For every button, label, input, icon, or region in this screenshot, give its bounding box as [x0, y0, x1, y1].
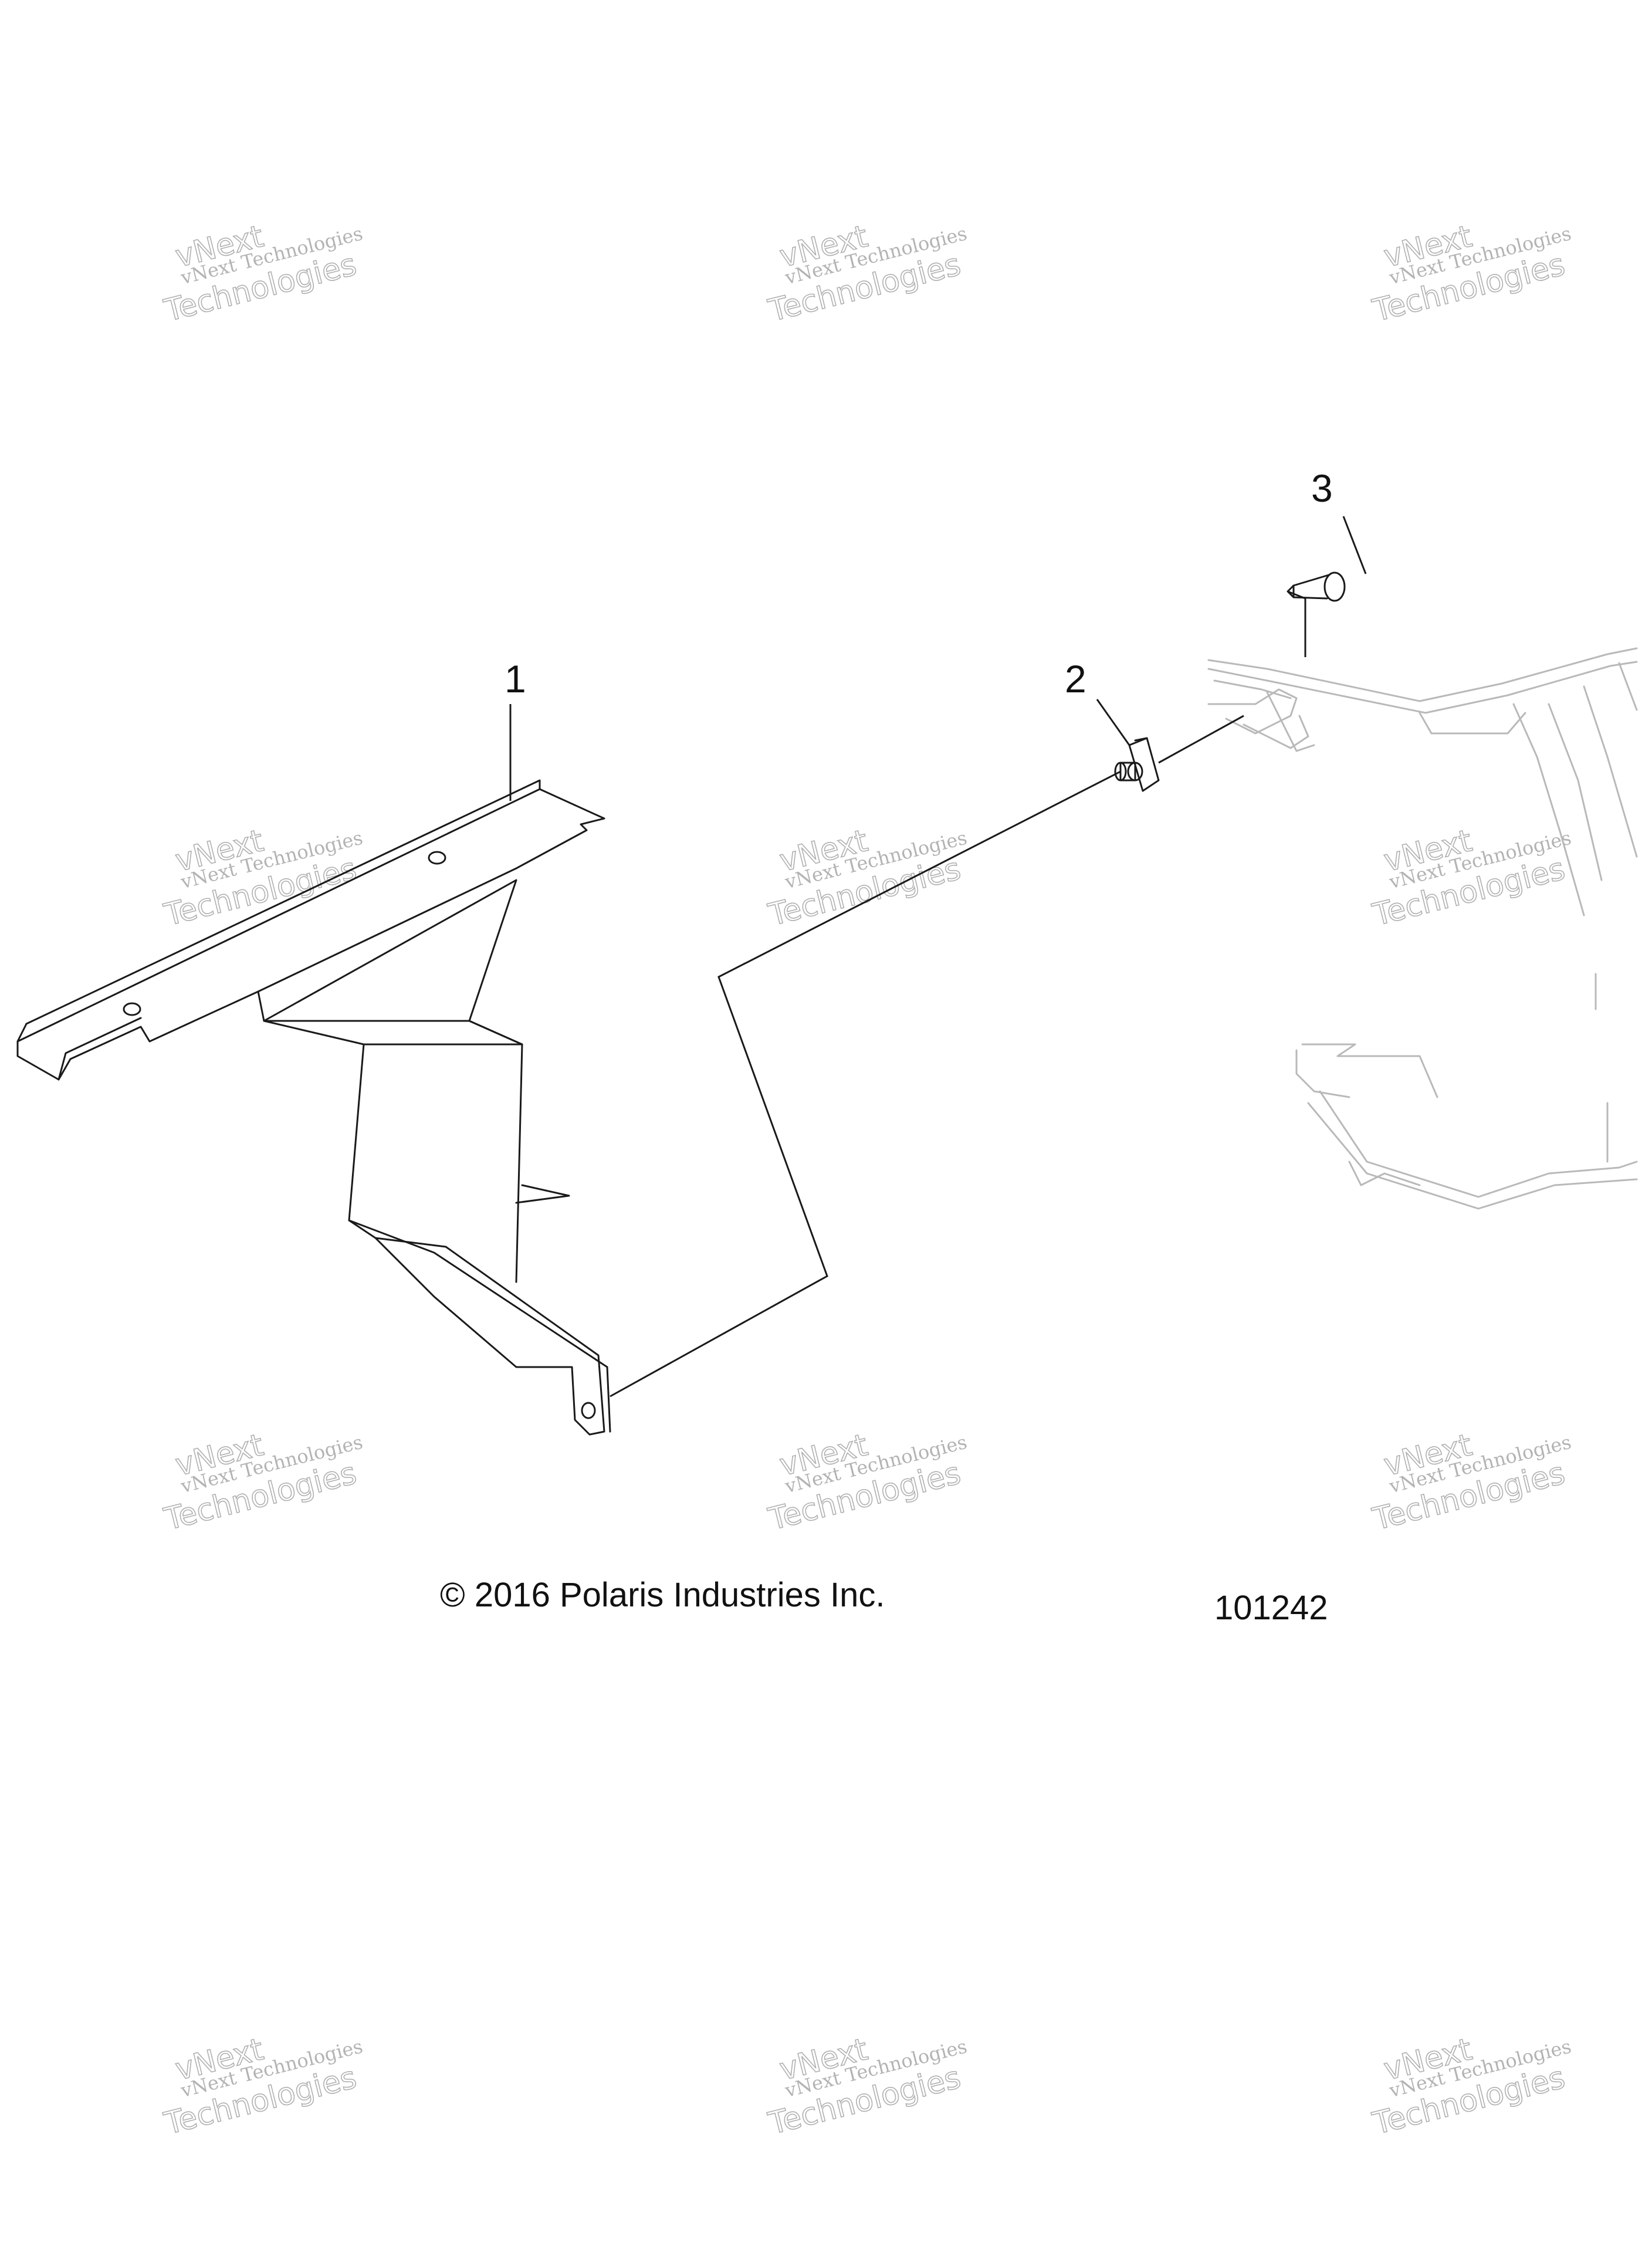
watermark: vNext vNext Technologies Technologies	[764, 218, 969, 329]
callout-1: 1	[505, 657, 526, 701]
assembly-path-bracket-to-clip	[610, 770, 1121, 1398]
watermark: vNext vNext Technologies Technologies	[160, 1427, 365, 1538]
screw-part	[1287, 571, 1346, 602]
frame-reference	[1207, 647, 1638, 1210]
copyright-notice: © 2016 Polaris Industries Inc.	[440, 1576, 885, 1614]
watermark: vNext vNext Technologies Technologies	[764, 2031, 969, 2142]
leader-line-2	[1096, 699, 1130, 746]
bracket-part	[16, 779, 611, 1436]
assembly-lines	[509, 516, 1367, 1398]
watermark: vNext vNext Technologies Technologies	[1369, 218, 1573, 329]
watermark: vNext vNext Technologies Technologies	[160, 2031, 365, 2142]
leader-line-3	[1342, 516, 1367, 574]
callout-2: 2	[1065, 657, 1086, 701]
assembly-path-screw-to-frame	[1287, 590, 1306, 657]
watermark: vNext vNext Technologies Technologies	[1369, 823, 1573, 933]
assembly-path-clip-to-frame	[1158, 715, 1244, 764]
watermark: vNext vNext Technologies Technologies	[160, 218, 365, 329]
watermark: vNext vNext Technologies Technologies	[1369, 2031, 1573, 2142]
clip-nut-part	[1114, 737, 1160, 792]
watermark: vNext vNext Technologies Technologies	[764, 823, 969, 933]
watermark: vNext vNext Technologies Technologies	[764, 1427, 969, 1538]
watermark: vNext vNext Technologies Technologies	[1369, 1427, 1573, 1538]
callout-3: 3	[1311, 466, 1333, 510]
figure-id: 101242	[1214, 1589, 1328, 1627]
watermark-layer: vNext vNext Technologies Technologies vN…	[160, 218, 1573, 2142]
callouts: 1 2 3	[505, 466, 1333, 701]
